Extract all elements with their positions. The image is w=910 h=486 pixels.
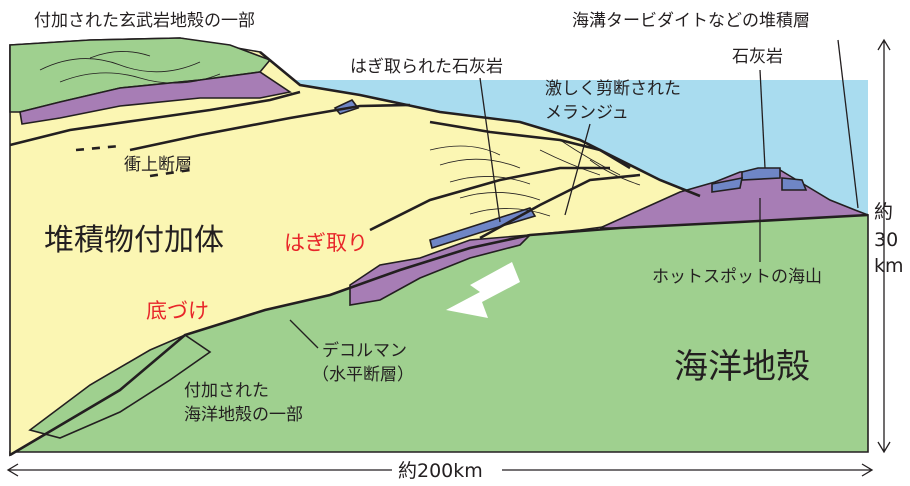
label-width: 約200km	[398, 460, 483, 482]
label-oceanic-crust: 海洋地殻	[674, 347, 810, 387]
limestone-cap-top	[742, 168, 780, 180]
label-depth-1: 約	[874, 201, 893, 223]
label-decollement-2: （水平断層）	[312, 365, 414, 385]
label-offscraping: はぎ取り	[284, 231, 368, 255]
label-limestone: 石灰岩	[732, 47, 783, 67]
label-scraped-limestone: はぎ取られた石灰岩	[350, 57, 503, 77]
label-decollement-1: デコルマン	[322, 340, 407, 361]
label-depth-3: km	[874, 255, 904, 277]
label-underplating: 底づけ	[146, 299, 209, 323]
label-melange-2: メランジュ	[545, 103, 629, 123]
label-thrust-fault: 衝上断層	[124, 155, 192, 175]
label-trench-turbidite: 海溝タービダイトなどの堆積層	[572, 11, 810, 31]
label-depth-2: 30	[874, 229, 898, 251]
label-accreted-oceanic-2: 海洋地殻の一部	[184, 405, 303, 425]
limestone-cap-right	[782, 178, 806, 190]
label-accreted-oceanic-1: 付加された	[184, 381, 269, 401]
label-hotspot-seamount: ホットスポットの海山	[652, 267, 822, 287]
label-accreted-basalt: 付加された玄武岩地殻の一部	[34, 11, 255, 31]
label-melange-1: 激しく剪断された	[545, 79, 681, 99]
label-accretionary-complex: 堆積物付加体	[44, 223, 224, 258]
